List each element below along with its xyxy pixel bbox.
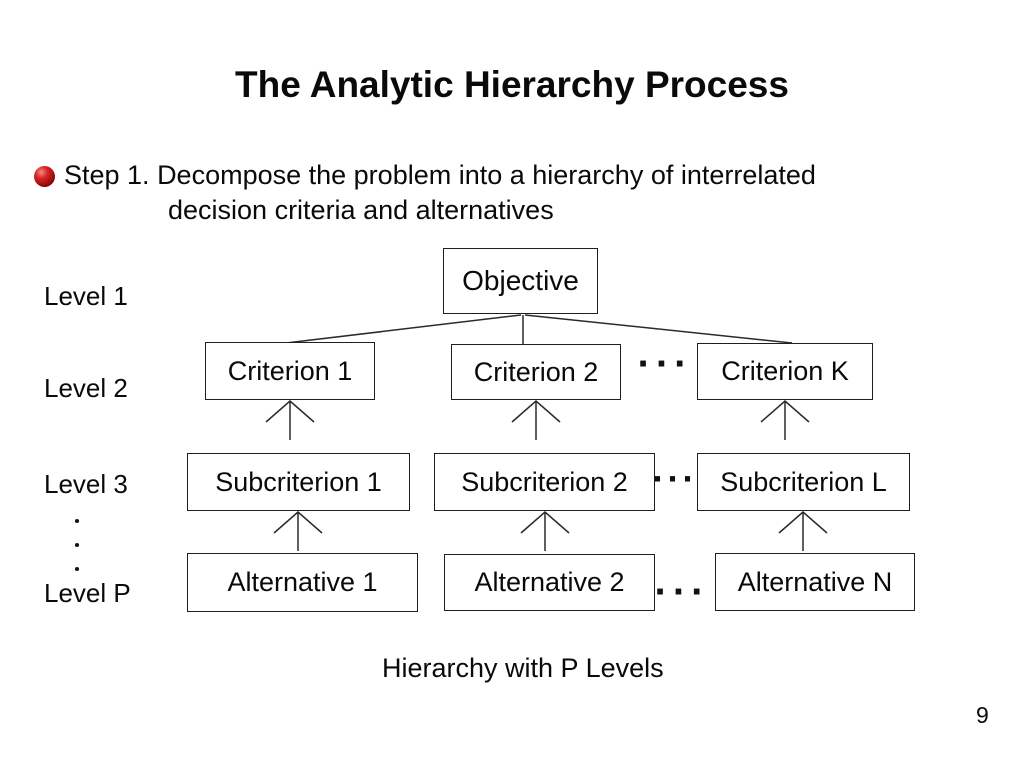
vertical-ellipsis-icon	[74, 519, 79, 571]
alternatives-ellipsis: ···	[654, 570, 710, 614]
objective-to-criterion1-line	[285, 314, 522, 344]
level-3-label: Level 3	[44, 469, 128, 499]
up-arrow-icon	[778, 511, 828, 551]
objective-to-criterionK-line	[524, 314, 793, 344]
up-arrow-icon	[520, 511, 570, 551]
up-arrow-icon	[760, 400, 810, 440]
alternative-n-node: Alternative N	[715, 553, 915, 611]
red-ball-bullet-icon	[34, 166, 55, 187]
slide-title: The Analytic Hierarchy Process	[235, 64, 789, 105]
bullet-line-1: Step 1. Decompose the problem into a hie…	[64, 160, 816, 190]
diagram-caption: Hierarchy with P Levels	[382, 653, 664, 683]
up-arrow-icon	[265, 400, 315, 440]
criterion-1-node: Criterion 1	[205, 342, 375, 400]
objective-node: Objective	[443, 248, 598, 314]
subcriterion-2-node: Subcriterion 2	[434, 453, 655, 511]
bullet-line-2: decision criteria and alternatives	[168, 195, 554, 225]
criteria-ellipsis: ···	[637, 342, 693, 386]
subcriterion-l-node: Subcriterion L	[697, 453, 910, 511]
level-1-label: Level 1	[44, 281, 128, 311]
up-arrow-icon	[511, 400, 561, 440]
alternative-1-node: Alternative 1	[187, 553, 418, 612]
criterion-2-node: Criterion 2	[451, 344, 621, 400]
alternative-2-node: Alternative 2	[444, 554, 655, 611]
level-2-label: Level 2	[44, 373, 128, 403]
bullet-text: Step 1. Decompose the problem into a hie…	[64, 158, 904, 228]
level-p-label: Level P	[44, 578, 131, 608]
page-number: 9	[976, 702, 989, 728]
subcriterion-1-node: Subcriterion 1	[187, 453, 410, 511]
criterion-k-node: Criterion K	[697, 343, 873, 400]
up-arrow-icon	[273, 511, 323, 551]
subcriteria-ellipsis: ···	[652, 458, 698, 499]
